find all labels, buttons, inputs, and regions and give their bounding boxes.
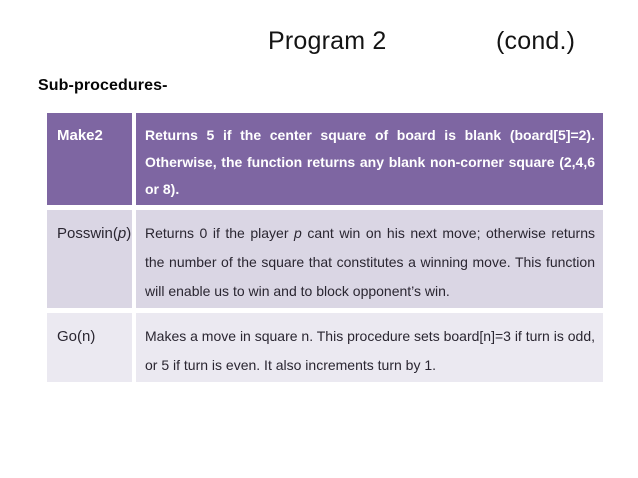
procedure-name-cell: Make2: [47, 113, 132, 205]
procedure-description-cell: Makes a move in square n. This procedure…: [136, 313, 603, 382]
text-segment: Posswin(: [57, 225, 118, 242]
italic-text-segment: p: [294, 225, 302, 241]
title-row: Program 2 (cond.): [0, 27, 638, 61]
table-row-make2: Make2 Returns 5 if the center square of …: [47, 113, 603, 205]
text-segment: cant win on his next move; otherwise ret…: [145, 225, 595, 299]
text-segment: Returns 0 if the player: [145, 225, 295, 241]
page-title: Program 2: [268, 27, 387, 55]
text-segment: ): [126, 225, 132, 242]
sub-procedures-table: Make2 Returns 5 if the center square of …: [47, 113, 603, 387]
procedure-description-cell: Returns 5 if the center square of board …: [136, 113, 603, 205]
table-row-go: Go(n) Makes a move in square n. This pro…: [47, 313, 603, 382]
italic-text-segment: p: [117, 225, 127, 242]
text-segment: Go(n): [57, 328, 96, 345]
text-segment: Makes a move in square n. This procedure…: [145, 328, 595, 373]
text-segment: Make2: [57, 127, 103, 144]
subtitle-sub-procedures: Sub-procedures-: [38, 77, 168, 94]
procedure-name-cell: Posswin(p): [47, 210, 132, 308]
procedure-description-cell: Returns 0 if the player p cant win on hi…: [136, 210, 603, 308]
page-title-suffix: (cond.): [496, 27, 576, 55]
text-segment: Returns 5 if the center square of board …: [145, 127, 595, 197]
table-row-posswin: Posswin(p) Returns 0 if the player p can…: [47, 210, 603, 308]
procedure-name-cell: Go(n): [47, 313, 132, 382]
